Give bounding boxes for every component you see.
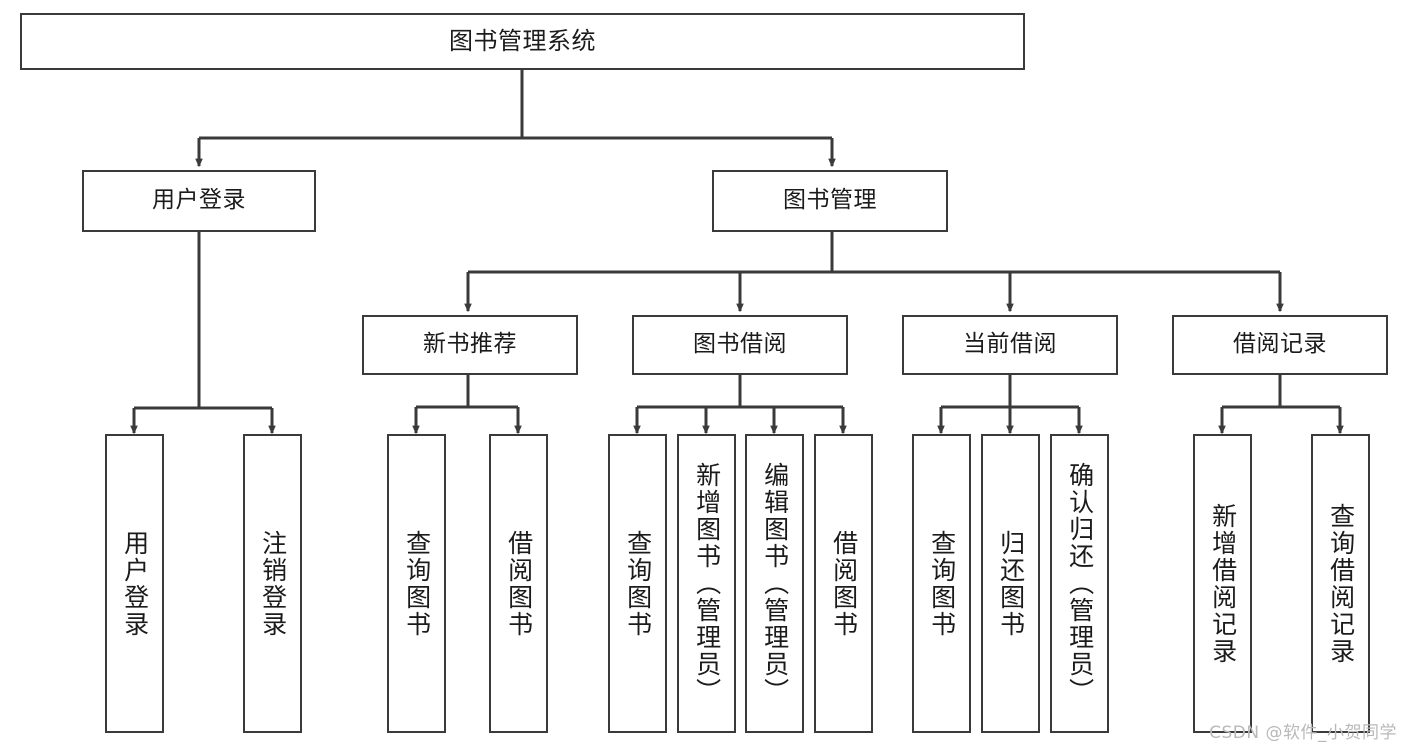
node-book-management[interactable]: 图书管理 (712, 170, 948, 232)
node-root-book-management-system[interactable]: 图书管理系统 (20, 13, 1025, 70)
node-leaf-borrow-book[interactable]: 借阅图书 (814, 434, 873, 733)
node-label: 借阅图书 (504, 529, 534, 638)
node-label: 图书管理 (783, 187, 877, 214)
node-new-book-recommend[interactable]: 新书推荐 (362, 315, 578, 375)
node-borrow-record[interactable]: 借阅记录 (1172, 315, 1388, 375)
node-leaf-add-borrow-record[interactable]: 新增借阅记录 (1193, 434, 1252, 733)
node-leaf-return-book[interactable]: 归还图书 (981, 434, 1040, 733)
node-leaf-logout[interactable]: 注销登录 (243, 434, 302, 733)
node-current-borrow[interactable]: 当前借阅 (902, 315, 1118, 375)
node-label: 新增借阅记录 (1208, 502, 1238, 665)
node-label: 查询图书 (927, 529, 957, 638)
node-leaf-current-query-book[interactable]: 查询图书 (912, 434, 971, 733)
node-label: 查询借阅记录 (1326, 502, 1356, 665)
node-label: 当前借阅 (963, 331, 1057, 358)
node-label: 借阅记录 (1233, 331, 1327, 358)
node-leaf-confirm-return-admin[interactable]: 确认归还（管理员） (1050, 434, 1109, 733)
node-label: 归还图书 (996, 529, 1026, 638)
node-book-borrow[interactable]: 图书借阅 (632, 315, 848, 375)
node-label: 查询图书 (402, 529, 432, 638)
node-label: 注销登录 (258, 529, 288, 638)
node-label: 借阅图书 (829, 529, 859, 638)
node-label: 图书管理系统 (449, 27, 596, 56)
csdn-watermark: CSDN @软件_小贺同学 (1209, 723, 1397, 743)
node-label: 查询图书 (623, 529, 653, 638)
node-leaf-new-book-query-book[interactable]: 查询图书 (387, 434, 446, 733)
node-leaf-query-borrow-record[interactable]: 查询借阅记录 (1311, 434, 1370, 733)
node-leaf-add-book-admin[interactable]: 新增图书（管理员） (677, 434, 736, 733)
node-label: 确认归还（管理员） (1065, 462, 1095, 705)
node-user-login[interactable]: 用户登录 (82, 170, 316, 232)
node-label: 新书推荐 (423, 331, 517, 358)
node-label: 用户登录 (152, 187, 246, 214)
node-label: 图书借阅 (693, 331, 787, 358)
node-label: 编辑图书（管理员） (760, 462, 790, 705)
node-leaf-borrow-query-book[interactable]: 查询图书 (608, 434, 667, 733)
node-leaf-new-book-borrow-book[interactable]: 借阅图书 (489, 434, 548, 733)
node-leaf-edit-book-admin[interactable]: 编辑图书（管理员） (745, 434, 804, 733)
node-label: 用户登录 (120, 529, 150, 638)
node-leaf-user-login[interactable]: 用户登录 (105, 434, 164, 733)
node-label: 新增图书（管理员） (692, 462, 722, 705)
